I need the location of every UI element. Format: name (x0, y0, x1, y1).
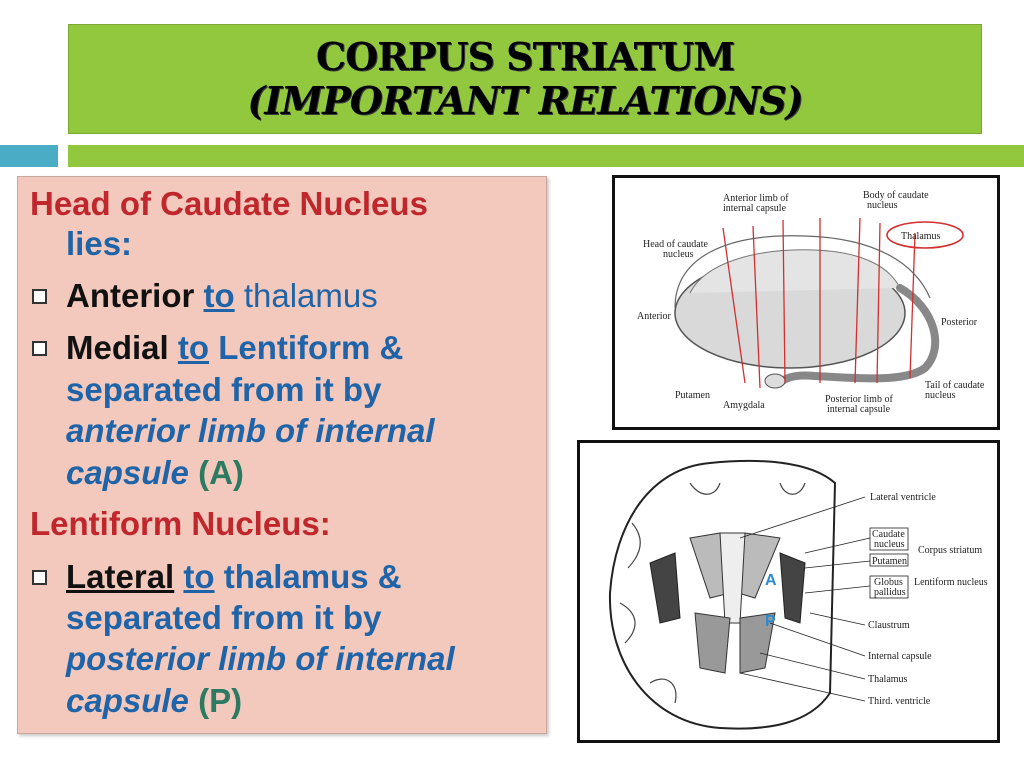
label-claustrum: Claustrum (868, 620, 910, 631)
thalamus-marker (886, 221, 964, 249)
label-head-caudate-1: Head of caudate (643, 239, 709, 250)
lateral-line4: capsule (P) (66, 682, 243, 719)
caudate-box (869, 527, 909, 551)
lateral-ventricle (719, 532, 746, 624)
label-putamen: Putamen (675, 390, 710, 401)
label-thalamus: Thalamus (868, 674, 908, 685)
slide-subtitle: (Important Relations) (247, 78, 803, 123)
label-internal-capsule: Internal capsule (868, 651, 932, 662)
label-globus-2: pallidus (874, 587, 906, 598)
label-lentiform: Lentiform nucleus (914, 577, 988, 588)
accent-bar-teal (0, 145, 58, 167)
label-amygdala: Amygdala (723, 400, 765, 411)
lentiform-left (649, 552, 681, 624)
bullet-anterior: Anterior to thalamus (66, 277, 378, 314)
label-leaders (739, 496, 871, 702)
label-posterior-limb-2: internal capsule (827, 404, 891, 415)
label-anterior: Anterior (637, 311, 672, 322)
label-tail-caudate-2: nucleus (925, 390, 956, 401)
label-anterior-limb-1: Anterior limb of (723, 193, 789, 204)
head-caudate-lies: lies: (66, 225, 133, 262)
bullet-icon (32, 341, 47, 356)
lateral-line2: separated from it by (66, 599, 382, 636)
label-anterior-limb-2: internal capsule (723, 203, 787, 214)
label-tail-caudate-1: Tail of caudate (925, 380, 985, 391)
text-panel: Head of Caudate Nucleus lies: Anterior t… (17, 176, 547, 734)
thalamus-right (739, 612, 776, 674)
bullet-lateral: Lateral to thalamus & (66, 558, 402, 595)
putamen-box (869, 553, 909, 567)
label-corpus-striatum: Corpus striatum (918, 545, 982, 556)
lentiform-right (779, 552, 806, 624)
label-thalamus: Thalamus (901, 231, 941, 242)
title-banner: Corpus Striatum (Important Relations) (68, 24, 982, 134)
label-posterior: Posterior (941, 317, 978, 328)
label-putamen: Putamen (872, 556, 907, 567)
caudate-diagram-svg: Anterior limb of internal capsule Body o… (637, 190, 985, 415)
label-globus-1: Globus (874, 577, 903, 588)
gyri-lines (619, 482, 806, 704)
medial-line4: capsule (A) (66, 454, 244, 491)
head-caudate-heading: Head of Caudate Nucleus (30, 185, 428, 222)
bullet-medial: Medial to Lentiform & (66, 329, 404, 366)
label-caudate-2: nucleus (874, 539, 905, 550)
horizontal-section-diagram: Lateral ventricle Caudate nucleus Putame… (577, 440, 1000, 743)
bullet-icon (32, 289, 47, 304)
caudate-diagram: Anterior limb of internal capsule Body o… (612, 175, 1000, 430)
label-p-marker: P (765, 613, 776, 630)
bullet-icon (32, 570, 47, 585)
caudate-tail (776, 284, 940, 387)
thalamus-left (694, 612, 731, 674)
globus-box (869, 575, 909, 599)
medial-line2: separated from it by (66, 371, 382, 408)
caudate-head-body (689, 249, 901, 294)
lentiform-heading: Lentiform Nucleus: (30, 505, 331, 542)
label-third-ventricle: Third. ventricle (868, 696, 931, 707)
amygdala-shape (764, 373, 786, 389)
label-posterior-limb-1: Posterior limb of (825, 394, 893, 405)
label-head-caudate-2: nucleus (663, 249, 694, 260)
medial-line3: anterior limb of internal (66, 412, 435, 449)
slide-title: Corpus Striatum (315, 34, 735, 79)
label-a-marker: A (765, 572, 777, 589)
lateral-line3: posterior limb of internal (66, 640, 455, 677)
horizontal-section-svg: Lateral ventricle Caudate nucleus Putame… (608, 459, 988, 730)
caudate-outline (674, 235, 931, 309)
label-caudate-1: Caudate (872, 529, 905, 540)
accent-bar-green (68, 145, 1024, 167)
label-body-caudate-1: Body of caudate (863, 190, 929, 201)
label-lateral-ventricle: Lateral ventricle (870, 492, 936, 503)
section-lines (722, 217, 916, 389)
label-body-caudate-2: nucleus (867, 200, 898, 211)
